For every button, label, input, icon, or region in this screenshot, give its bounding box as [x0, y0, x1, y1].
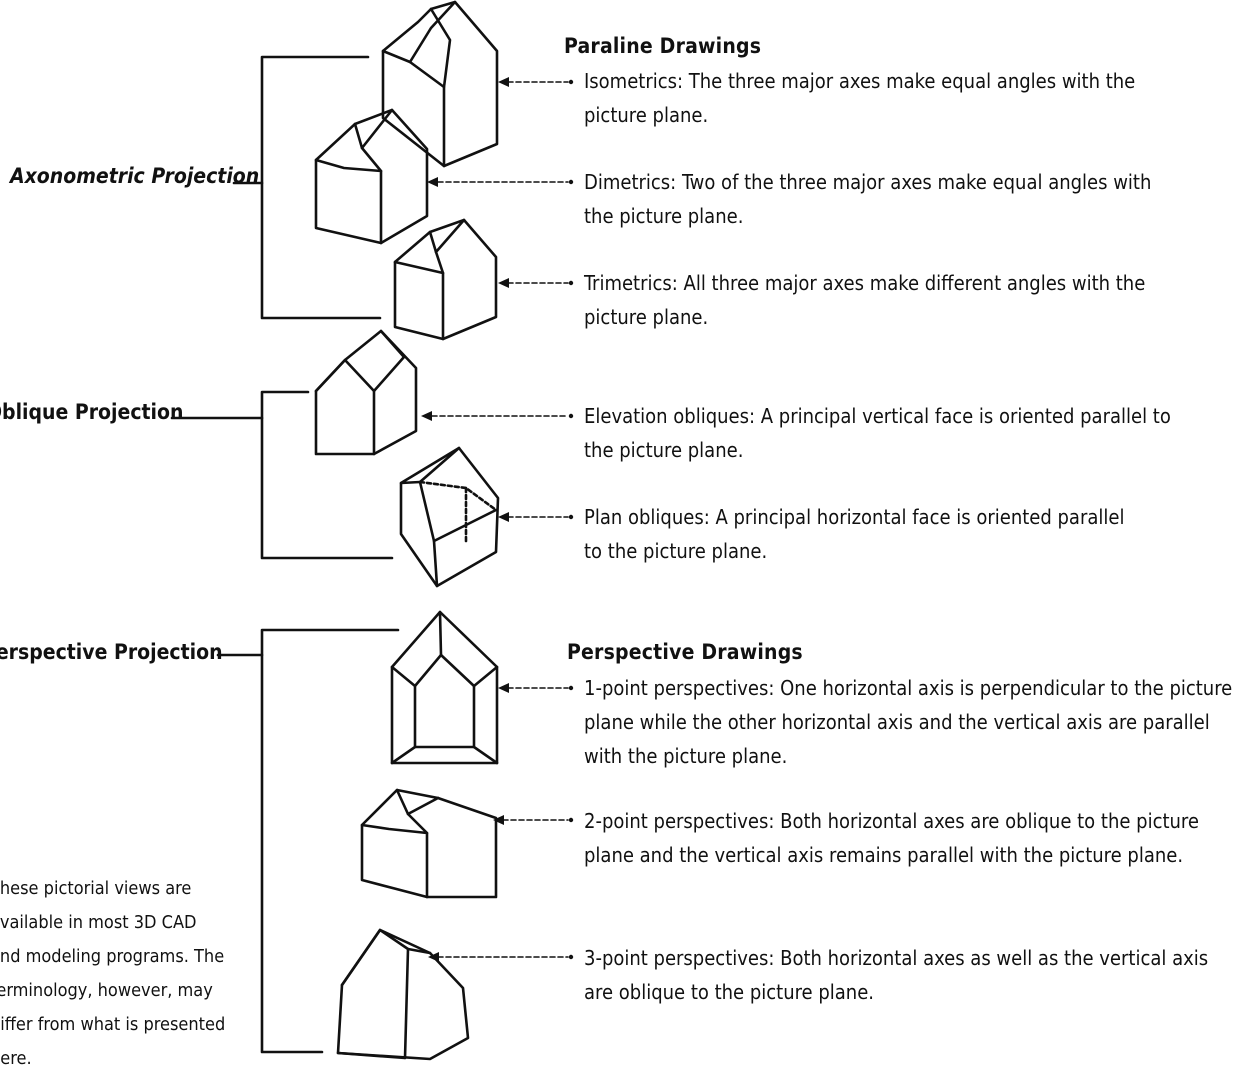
- leader-dots: [568, 79, 574, 960]
- plan-oblique-house-icon: [399, 446, 500, 588]
- plan-obliques-description: Plan obliques: A principal horizontal fa…: [584, 505, 1125, 563]
- axonometric-projection-label: Axonometric Projection: [10, 164, 260, 188]
- one-point-perspectives-description: 1-point perspectives: One horizontal axi…: [584, 676, 1233, 768]
- trimetric-house-icon: [393, 218, 498, 341]
- three-point-perspectives-description: 3-point perspectives: Both horizontal ax…: [584, 946, 1209, 1004]
- cad-note: These pictorial views are available in m…: [0, 878, 226, 1069]
- paraline-drawings-heading: Paraline Drawings: [564, 34, 762, 58]
- perspective-projection-label: Perspective Projection: [0, 640, 223, 664]
- leader-lines: [431, 81, 569, 958]
- oblique-projection-label: Oblique Projection: [0, 400, 184, 424]
- dimetrics-description: Dimetrics: Two of the three major axes m…: [584, 170, 1152, 228]
- trimetrics-description: Trimetrics: All three major axes make di…: [584, 271, 1146, 329]
- dimetric-house-icon: [314, 108, 429, 245]
- arrowheads: [421, 77, 509, 962]
- isometrics-description: Isometrics: The three major axes make eq…: [584, 69, 1136, 127]
- three-point-perspective-house-icon: [336, 928, 470, 1061]
- two-point-perspective-house-icon: [360, 788, 498, 899]
- axonometric-bracket: [232, 55, 382, 320]
- perspective-drawings-heading: Perspective Drawings: [567, 640, 803, 664]
- oblique-bracket: [170, 390, 394, 560]
- perspective-bracket: [216, 628, 400, 1054]
- isometric-house-icon: [381, 0, 499, 168]
- one-point-perspective-house-icon: [390, 610, 499, 765]
- two-point-perspectives-description: 2-point perspectives: Both horizontal ax…: [584, 809, 1199, 867]
- elevation-obliques-description: Elevation obliques: A principal vertical…: [584, 404, 1171, 462]
- elevation-oblique-house-icon: [314, 329, 418, 456]
